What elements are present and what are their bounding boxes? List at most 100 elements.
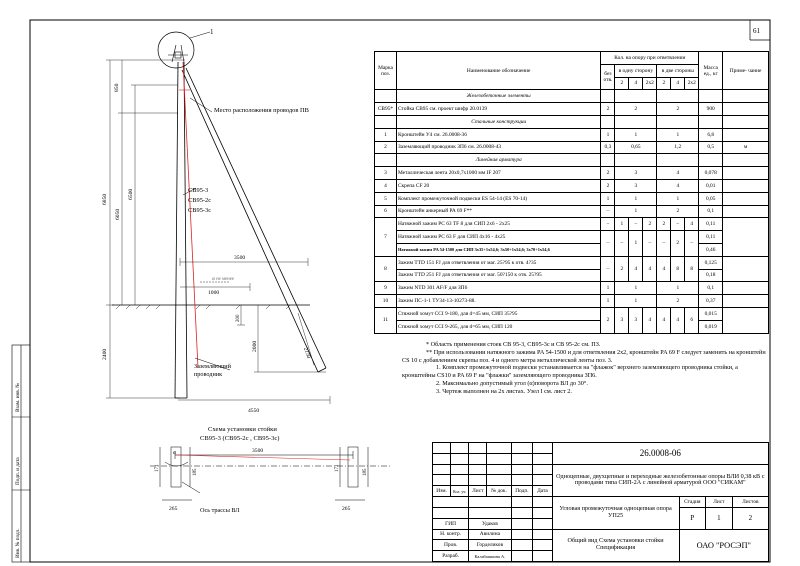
header-mass: Масса ед., кг [698,50,724,91]
table-row: 7 Натяжной зажим PC 63 TF 8 для СИП 2х6 … [374,217,769,257]
stamp-h-izm: Изм. [431,485,452,498]
pole-label-1: СВ95-3 [188,187,208,194]
section-title: Линейная арматура [395,153,602,168]
caption: Схема установки стойки [208,426,277,433]
svg-text:Место расположения проводов ПВ: Место расположения проводов ПВ [214,107,309,114]
header-two: в две стороны [656,63,700,78]
section-title: Стальные конструкции [395,114,602,129]
role-nkontr: Н. контр. [431,528,470,541]
role-prov: Пров. [431,539,470,552]
role-gip: ГИП [431,517,470,530]
plan-185a: 185 [193,468,198,476]
table-row: Натяжной зажим PA 54-1500 для СИП 3х35+1… [375,242,769,257]
dim-6050: 6050 [115,209,121,220]
caption2: СВ95-3 (СВ95-2с , СВ95-3с) [200,435,280,442]
sheet-number: 61 [753,27,761,35]
table-row: СВ95*Стойка СВ95 см. проект шифр 20.0139… [374,102,769,116]
header-one: в одну сторону [614,63,658,78]
dim-6850: 6850 [102,194,108,205]
strut [181,67,327,373]
stamp-h-kol: Кол. уч. [450,485,470,498]
plan-185b: 185 [363,468,368,476]
title-block: 26.0008-06 Одноцепные, двухцепные и пере… [431,442,770,562]
dim-200: 200 [236,314,241,322]
dim-1000: 1000 [208,290,219,296]
header-2x2b: 2х2 [684,76,700,91]
specification-table: Марка поз. Наименование обозначение Кол.… [374,50,769,334]
dim-2000: 2000 [252,341,258,352]
detail-circle [157,31,195,69]
stamp-stadia: Стадия [678,496,707,508]
ground-note: ⌀ не менее [212,277,234,282]
header-2b: 2 [656,76,672,91]
callout-note: Место расположения проводов ПВ [214,107,309,114]
dim-850: 850 [114,83,120,92]
header-qty: Кол. на опору при ответвлении [600,51,700,65]
dim-2150: 2150 [302,347,311,360]
stamp-listov: Листов [731,496,770,508]
plan-alpha: α [173,450,176,456]
pole-label-3: СВ95-3с [188,207,211,214]
stamp-h-podp: Подп. [510,485,534,498]
section-title: Железобетонные элементы [395,89,602,104]
name-prov: Горделиков [468,539,512,552]
drawing-code: 26.0008-06 [551,442,770,465]
left-strip-2: Подп. и дата [15,457,21,485]
stamp-h-data: Дата [532,485,553,498]
plan-dim-3500: 3500 [252,448,263,454]
dim-4550: 4550 [248,408,259,414]
header-note: Приме- чание [722,50,769,91]
dim-3500: 3500 [234,255,245,261]
left-strip-3: Взам. инв. № [15,383,21,412]
header-2x2: 2х2 [642,76,658,91]
header-4b: 4 [670,76,686,91]
header-name: Наименование обозначение [395,50,602,91]
stamp-list: Лист [705,496,733,508]
dim-2400: 2400 [102,349,108,360]
plan-view [150,446,390,501]
plan-265a: 265 [169,506,178,512]
ground-label-1: Заземляющий [194,363,232,370]
drawing-title: Одноцепные, двухцепные и переходные желе… [551,463,770,498]
notes: * Область применения стоек СВ 95-3, СВ95… [402,341,768,396]
pole-label-2: СВ95-2с [188,197,211,204]
stamp-sub2: Общий вид Схема установки стойки Специфи… [551,528,680,562]
callout-1: 1 [210,28,214,36]
table-row: Натяжной зажим PC 63 F для СИП 4х16 - 4х… [375,230,769,257]
dim-6500: 6500 [128,189,134,200]
note-line: * Область применения стоек СВ 95-3, СВ95… [426,341,601,348]
role-razrab: Разраб. [431,550,470,562]
plan-265b: 265 [342,506,351,512]
organization: ОАО "РОСЭП" [678,528,770,562]
ground-label-2: проводник [194,371,223,378]
stamp-h-list: Лист [468,485,488,498]
stamp-h-ndok: № док. [486,485,512,498]
header-4: 4 [628,76,644,91]
left-strip-1: Инв. № подл. [15,528,21,558]
header-none: без отв. [600,63,616,91]
header-2: 2 [614,76,630,91]
table-row: Зажим TTD 251 FJ для ответвления от маг.… [375,268,769,283]
plan-axis: Ось трассы ВЛ [200,507,240,514]
table-row: 8 Зажим TTD 151 FJ для ответвления от ма… [374,255,769,283]
plan-171b: 171 [335,464,340,472]
name-razrab: Калабашкина А. [468,550,512,562]
note-line: 2. Максимально допустимый угол (α)поворо… [436,380,588,388]
note-line: 3. Чертеж выполнен на 2х листах. Узел I … [436,387,572,395]
note-line: 1. Комплект промежуточной подвески устан… [402,364,738,380]
ground-wire [182,61,199,369]
table-row: 11 Стяжной хомут CCI 9-180, для d=45 мм,… [374,306,769,334]
stamp-listov-value: 2 [731,506,770,530]
table-row: Стяжной хомут CCI 9-265, для d=65 мм, СИ… [375,319,769,334]
name-gip: Удаков [468,517,512,530]
plan-171a: 171 [155,464,160,472]
name-nkontr: Авилина [468,528,512,541]
